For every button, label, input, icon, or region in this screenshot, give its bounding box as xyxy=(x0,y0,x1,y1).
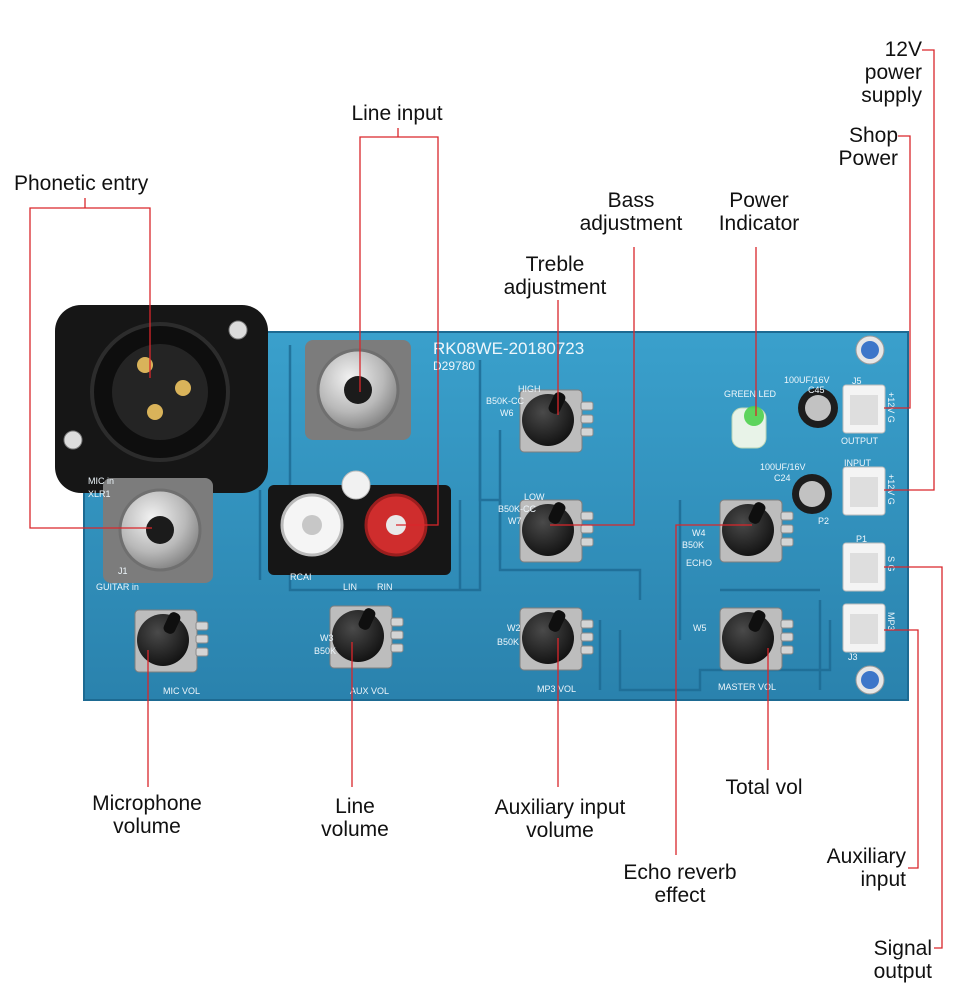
silk-j1: J1 xyxy=(118,566,128,576)
label-line-volume: Line volume xyxy=(321,795,389,841)
leader-shop-power xyxy=(884,135,911,409)
silk-w5: W5 xyxy=(693,623,707,633)
leader-signal-output xyxy=(884,566,943,949)
label-line-input: Line input xyxy=(351,102,443,125)
label-shop-power: Shop Power xyxy=(838,124,898,170)
label-total-vol: Total vol xyxy=(725,776,803,799)
silk-rin: RIN xyxy=(377,582,393,592)
leader-aux-input xyxy=(884,629,919,869)
leader-line-input xyxy=(359,136,439,526)
header-p1 xyxy=(842,542,886,592)
silk-b50k-echo: B50K xyxy=(682,540,704,550)
label-aux-input: Auxiliary input xyxy=(826,845,906,891)
silk-echo: ECHO xyxy=(686,558,712,568)
mount-hole-top xyxy=(855,335,885,365)
leader-lines xyxy=(29,49,943,949)
silk-model: RK08WE-20180723 xyxy=(433,339,584,358)
label-power-supply: 12V power supply xyxy=(861,38,922,107)
pot-echo xyxy=(719,499,794,563)
label-signal-output: Signal output xyxy=(873,937,932,983)
pot-master-vol xyxy=(719,607,794,671)
potentiometers xyxy=(134,389,794,673)
silk-w6: W6 xyxy=(500,408,514,418)
silk-j5: J5 xyxy=(852,376,862,386)
label-treble-adjustment: Treble adjustment xyxy=(503,253,607,299)
label-aux-input-volume: Auxiliary input volume xyxy=(494,796,626,842)
leader-phonetic-entry xyxy=(29,207,152,529)
label-bass-adjustment: Bass adjustment xyxy=(579,189,683,235)
silk-b50k-mp3: B50K xyxy=(497,637,519,647)
silk-p2: P2 xyxy=(818,516,829,526)
silk-mp3-header: MP3 xyxy=(886,612,896,631)
line-input-jack xyxy=(305,340,411,440)
silk-input: INPUT xyxy=(844,458,872,468)
header-j3-mp3 xyxy=(842,603,886,653)
silk-lin: LIN xyxy=(343,582,357,592)
pot-aux-vol xyxy=(329,605,404,669)
green-led xyxy=(731,406,767,449)
label-phonetic-entry: Phonetic entry xyxy=(14,172,149,195)
silk-mic-vol: MIC VOL xyxy=(163,686,200,696)
silk-p1: P1 xyxy=(856,534,867,544)
silk-xlr: XLR1 xyxy=(88,489,111,499)
silk-b50k-aux: B50K xyxy=(314,646,336,656)
silk-b50k-cc-high: B50K-CC xyxy=(486,396,525,406)
capacitor-c45 xyxy=(798,388,838,428)
silk-aux-vol: AUX VOL xyxy=(350,686,389,696)
silk-green-led: GREEN LED xyxy=(724,389,777,399)
silk-s-g: S G xyxy=(886,556,896,572)
silk-guitar-in: GUITAR in xyxy=(96,582,139,592)
mount-hole-bottom xyxy=(855,665,885,695)
silk-w4: W4 xyxy=(692,528,706,538)
pot-mic-vol xyxy=(134,609,209,673)
guitar-jack xyxy=(103,478,213,583)
capacitor-c24 xyxy=(792,474,832,514)
silk-c24: C24 xyxy=(774,473,791,483)
silk-mic-in: MIC in xyxy=(88,476,114,486)
label-power-indicator: Power Indicator xyxy=(718,189,800,235)
header-input xyxy=(842,466,886,516)
silk-cap-spec-c24: 100UF/16V xyxy=(760,462,806,472)
silk-low: LOW xyxy=(524,492,545,502)
silk-j3: J3 xyxy=(848,652,858,662)
silk-output: OUTPUT xyxy=(841,436,879,446)
pcb-traces xyxy=(258,345,832,692)
leader-echo xyxy=(675,524,752,855)
pot-mp3-vol xyxy=(519,607,594,671)
pot-treble xyxy=(519,389,594,453)
silk-master-vol: MASTER VOL xyxy=(718,682,776,692)
leader-bass xyxy=(550,247,635,526)
label-echo-reverb: Echo reverb effect xyxy=(623,861,737,907)
silk-mp3-vol: MP3 VOL xyxy=(537,684,576,694)
leader-power-supply xyxy=(884,49,935,491)
header-j5-output xyxy=(842,384,886,434)
silk-w7: W7 xyxy=(508,516,522,526)
label-microphone-volume: Microphone volume xyxy=(92,792,202,838)
silk-w3: W3 xyxy=(320,633,334,643)
silk-c45: C45 xyxy=(808,385,825,395)
silk-code: D29780 xyxy=(433,359,475,373)
xlr-connector xyxy=(55,305,268,493)
silk-high: HIGH xyxy=(518,384,541,394)
pot-bass xyxy=(519,499,594,563)
silk-rcai: RCAI xyxy=(290,572,312,582)
silk-cap-spec-c45: 100UF/16V xyxy=(784,375,830,385)
silk-w2: W2 xyxy=(507,623,521,633)
silk-b50k-cc-low: B50K-CC xyxy=(498,504,537,514)
rca-block xyxy=(268,470,451,575)
